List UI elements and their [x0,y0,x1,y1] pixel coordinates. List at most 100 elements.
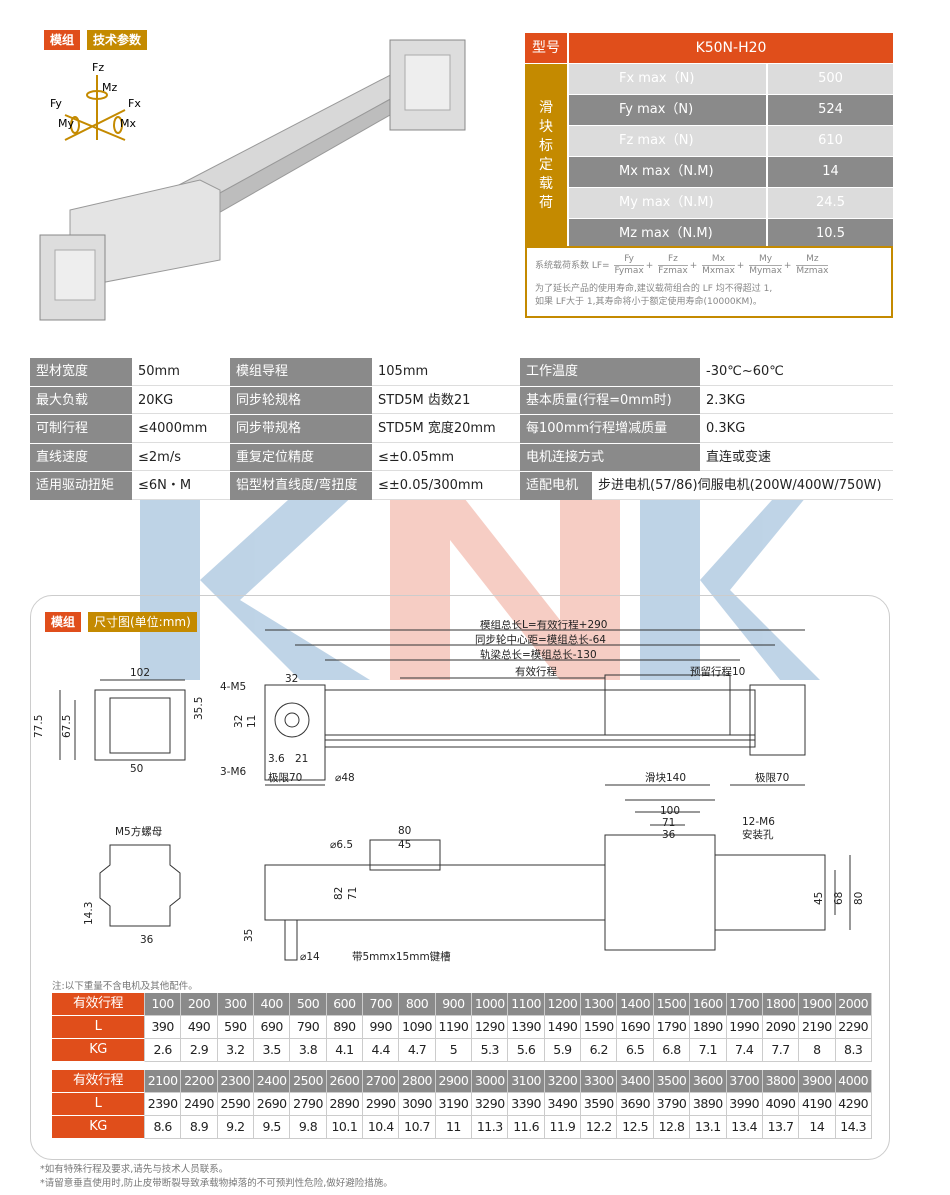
dimension-drawings: 102 50 77.5 67.5 35.5 4-M5 3-M6 32 32 11… [33,620,865,963]
table-cell: 10.4 [363,1116,400,1139]
load-key: Fy max（N) [569,95,766,125]
table-cell: 1600 [690,993,727,1016]
table-cell: 1200 [544,993,582,1016]
table-cell: 1690 [617,1016,654,1039]
spec-label: 适用驱动扭矩 [30,472,132,500]
dim-11: 11 [246,715,258,728]
spec-label: 适配电机 [520,472,592,500]
table-cell: 2100 [145,1070,182,1093]
table-cell: 1400 [617,993,654,1016]
table-cell: 300 [217,993,255,1016]
table-cell: 3600 [690,1070,727,1093]
table-cell: 3400 [617,1070,654,1093]
table-cell: 11.9 [544,1116,582,1139]
dim-pulley-distance: 同步轮中心距=模组总长-64 [475,633,606,646]
table-cell: 12.5 [617,1116,654,1139]
load-row: Fz max（N)610 [569,126,893,156]
table-cell: 2500 [290,1070,327,1093]
table-cell: 3000 [472,1070,509,1093]
load-key: Mz max（N.M) [569,219,766,249]
table-cell: 8.3 [835,1039,872,1062]
denominator: Mxmax [702,266,735,276]
row-header: 有效行程 [52,1070,145,1093]
table-cell: 4290 [835,1093,872,1116]
dim-80-r: 80 [853,892,865,905]
row-header: L [52,1016,145,1039]
dim-3-6: 3.6 [268,753,285,765]
table-cell: 2800 [399,1070,436,1093]
dim-total-length: 模组总长L=有效行程+290 [480,620,608,631]
dim-d14: ⌀14 [300,951,320,963]
dim-32-v: 32 [233,715,245,728]
fz-label: Fz [92,61,104,74]
row-header: 有效行程 [52,993,145,1016]
table-cell: 990 [363,1016,400,1039]
spec-value: ≤2m/s [132,443,230,471]
dim-reserve: 预留行程10 [690,665,745,678]
dim-beam-length: 轨梁总长=模组总长-130 [480,648,597,661]
table-cell: 2400 [254,1070,291,1093]
table-cell: 3.5 [254,1039,291,1062]
table-cell: 3.8 [290,1039,327,1062]
table-cell: 1100 [508,993,545,1016]
model-label: 型号 [525,33,567,63]
spec-label: 模组导程 [230,358,372,386]
dim-3-m6: 3-M6 [220,766,247,778]
table-cell: 1300 [581,993,618,1016]
spec-value: ≤6N・M [132,472,230,500]
footnote-2: *请留意垂直使用时,防止皮带断裂导致承载物掉落的不可预判性危险,做好避险措施。 [40,1178,393,1189]
table-cell: 790 [290,1016,327,1039]
load-value: 524 [768,95,893,125]
table-cell: 12.8 [653,1116,691,1139]
dim-77-5: 77.5 [33,715,45,738]
spec-label: 同步带规格 [230,415,372,443]
nut-label: M5方螺母 [115,825,162,838]
load-row: Fy max（N)524 [569,95,893,125]
spec-value: 步进电机(57/86)伺服电机(200W/400W/750W) [592,472,893,500]
table-cell: 490 [181,1016,218,1039]
table-cell: 13.4 [726,1116,763,1139]
footnote-1: *如有特殊行程及要求,请先与技术人员联系。 [40,1164,229,1175]
table-cell: 690 [254,1016,291,1039]
table-cell: 2.6 [145,1039,182,1062]
table-cell: 500 [290,993,327,1016]
table-cell: 3690 [617,1093,654,1116]
numerator: Fz [658,254,688,266]
spec-label: 最大负载 [30,386,132,414]
spec-label: 型材宽度 [30,358,132,386]
fy-label: Fy [50,97,62,110]
dim-71-v: 71 [347,887,359,900]
dim-35-5: 35.5 [193,697,205,720]
dimension-badge: 尺寸图(单位:mm) [88,612,197,632]
load-value: 14 [768,157,893,187]
model-value: K50N-H20 [569,33,893,63]
spec-label: 重复定位精度 [230,443,372,471]
table-cell: 3500 [653,1070,691,1093]
table-cell: 2700 [363,1070,400,1093]
dim-12-m6: 12-M6 [742,816,775,828]
spec-label: 电机连接方式 [520,443,700,471]
spec-value: STD5M 齿数21 [372,386,520,414]
product-image [39,39,466,321]
table-cell: 1500 [653,993,691,1016]
table-cell: 10.7 [399,1116,436,1139]
table-cell: 2290 [835,1016,872,1039]
load-row: Mz max（N.M)10.5 [569,219,893,249]
table-cell: 3090 [399,1093,436,1116]
table-cell: 3890 [690,1093,727,1116]
table-cell: 3790 [653,1093,691,1116]
table-cell: 1590 [581,1016,618,1039]
table-cell: 6.8 [653,1039,691,1062]
table-cell: 7.1 [690,1039,727,1062]
spec-label: 可制行程 [30,415,132,443]
table-cell: 11.3 [472,1116,509,1139]
tech-params-badge: 技术参数 [87,30,148,50]
numerator: Fy [614,254,644,266]
table-cell: 800 [399,993,436,1016]
table-cell: 7.7 [762,1039,800,1062]
dim-32: 32 [285,673,298,685]
dim-68: 68 [833,892,845,905]
spec-label: 铝型材直线度/弯扭度 [230,472,372,500]
